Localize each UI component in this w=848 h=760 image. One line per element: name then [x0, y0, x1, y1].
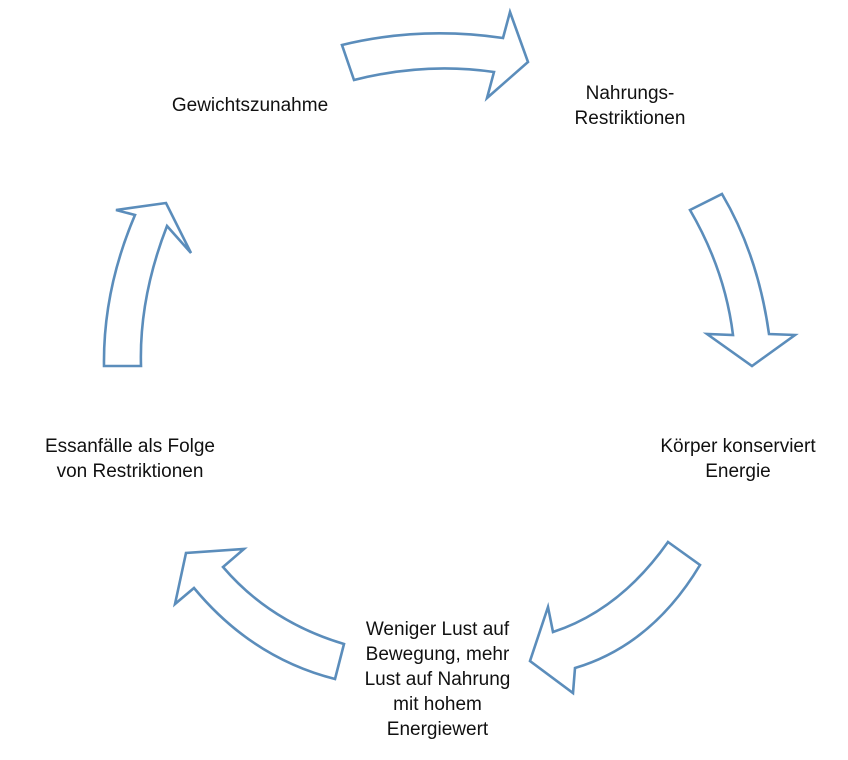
curved-arrow-down-icon	[688, 192, 799, 368]
curved-arrow-up-left-icon	[172, 547, 346, 681]
node-weniger-lust-auf-bewegung: Weniger Lust auf Bewegung, mehr Lust auf…	[364, 619, 511, 740]
curved-arrow-up-icon	[102, 201, 193, 368]
node-essanfaelle: Essanfälle als Folge von Restriktionen	[44, 436, 216, 482]
curved-arrow-down-left-icon	[528, 540, 702, 696]
node-koerper-konserviert-energie: Körper konserviert Energie	[660, 436, 816, 482]
node-nahrungs-restriktionen: Nahrungs- Restriktionen	[574, 83, 686, 129]
node-gewichtszunahme: Gewichtszunahme	[171, 95, 329, 116]
curved-arrow-right-icon	[340, 7, 530, 102]
